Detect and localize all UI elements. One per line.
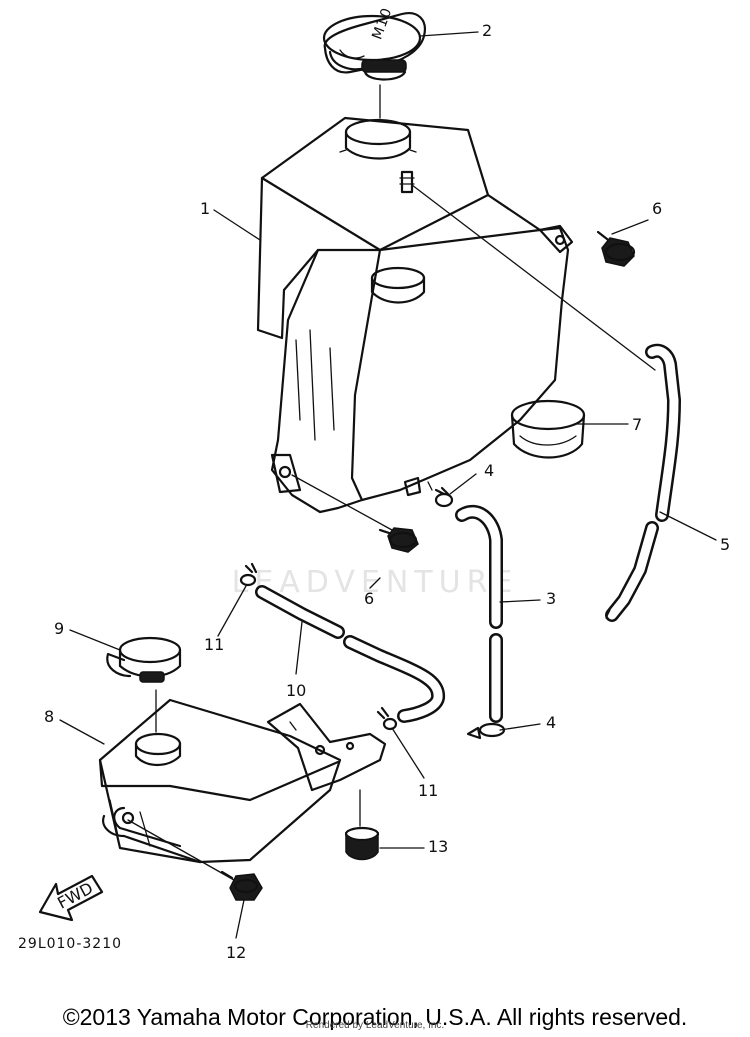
part-7-cap[interactable] (510, 399, 586, 459)
cap-marking: M10 (369, 5, 395, 41)
parts-diagram: M10 (18, 5, 730, 962)
callout-5: 5 (720, 535, 730, 554)
part-11-clamp-upper[interactable] (239, 562, 258, 587)
part-3-hose[interactable] (455, 504, 503, 723)
callout-9: 9 (54, 619, 64, 638)
callout-10: 10 (286, 681, 306, 700)
fwd-arrow-icon: FWD (38, 874, 104, 922)
callout-11-upper: 11 (204, 635, 224, 654)
callout-8: 8 (44, 707, 54, 726)
part-11-clamp-lower[interactable] (376, 706, 398, 731)
part-9-reservoir-cap[interactable] (106, 636, 182, 683)
callout-1: 1 (200, 199, 210, 218)
callout-leaders (59, 31, 717, 939)
callout-11-lower: 11 (418, 781, 438, 800)
part-4-clamp-upper[interactable] (427, 481, 454, 508)
callout-4-lower: 4 (546, 713, 556, 732)
callout-2: 2 (482, 21, 492, 40)
diagram-code: 29L010-3210 (18, 936, 122, 952)
part-6-bolt-lower[interactable] (378, 527, 419, 553)
callout-12: 12 (226, 943, 246, 962)
part-5-breather-hose[interactable] (605, 343, 681, 622)
rendered-by-note: Rendered by LeadVenture, Inc. (305, 1020, 445, 1031)
part-10-hose[interactable] (255, 585, 446, 723)
part-2-tank-cap[interactable]: M10 (322, 5, 426, 81)
part-8-reservoir-tank[interactable] (98, 698, 387, 864)
callout-13: 13 (428, 837, 448, 856)
callout-4-upper: 4 (484, 461, 494, 480)
part-13-grommet[interactable] (344, 789, 380, 861)
part-4-clamp-lower[interactable] (466, 722, 506, 740)
callout-3: 3 (546, 589, 556, 608)
callout-6-upper: 6 (652, 199, 662, 218)
callout-6-lower: 6 (364, 589, 374, 608)
part-12-bolt[interactable] (220, 870, 263, 901)
part-6-bolt-upper[interactable] (596, 230, 636, 267)
part-1-main-tank[interactable] (256, 116, 574, 514)
copyright-notice: ©2013 Yamaha Motor Corporation, U.S.A. A… (62, 1004, 688, 1030)
callout-7: 7 (632, 415, 642, 434)
fwd-label: FWD (54, 878, 96, 912)
